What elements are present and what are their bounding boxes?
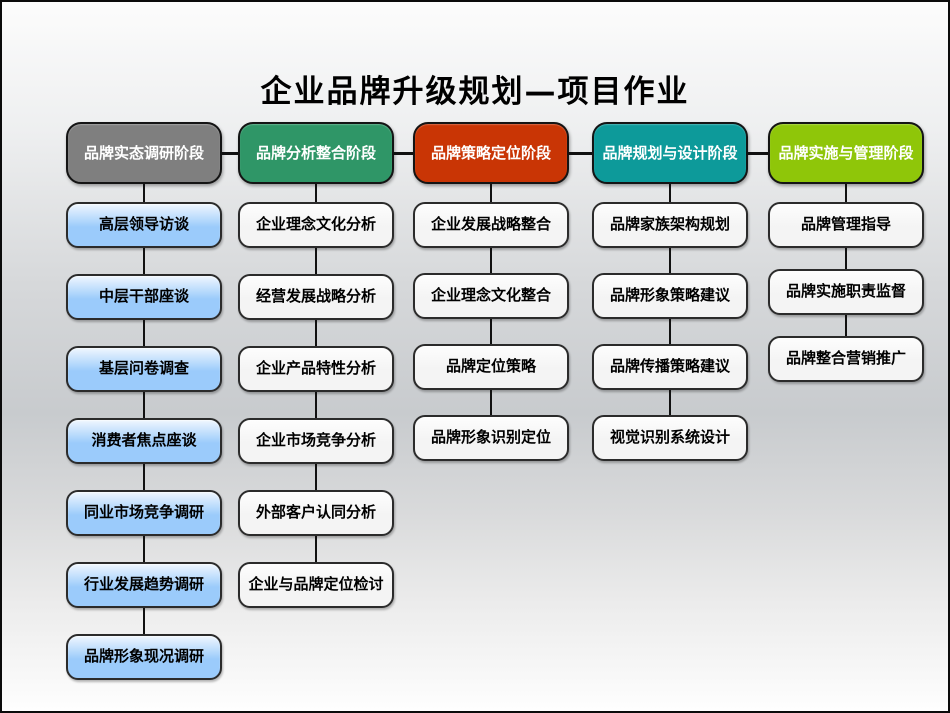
stage-column: 品牌实施与管理阶段品牌管理指导品牌实施职责监督品牌整合营销推广 [768,122,924,382]
stage-header-box: 品牌规划与设计阶段 [592,122,748,184]
task-box: 品牌形象策略建议 [592,273,748,319]
task-box: 品牌管理指导 [768,202,924,248]
task-box: 中层干部座谈 [66,274,222,320]
connector-line [490,390,492,415]
stage-column: 品牌实态调研阶段高层领导访谈中层干部座谈基层问卷调查消费者焦点座谈同业市场竞争调… [66,122,222,680]
connector-line [490,319,492,344]
task-box: 品牌形象识别定位 [413,415,569,461]
connector-line [392,152,415,155]
connector-line [315,184,317,202]
task-box: 企业市场竞争分析 [238,418,394,464]
task-box: 高层领导访谈 [66,202,222,248]
task-box: 企业与品牌定位检讨 [238,562,394,608]
connector-line [669,319,671,344]
task-box: 品牌家族架构规划 [592,202,748,248]
task-box: 企业理念文化分析 [238,202,394,248]
task-box: 经营发展战略分析 [238,274,394,320]
task-box: 视觉识别系统设计 [592,415,748,461]
stage-column: 品牌分析整合阶段企业理念文化分析经营发展战略分析企业产品特性分析企业市场竞争分析… [238,122,394,608]
task-box: 消费者焦点座谈 [66,418,222,464]
slide-title: 企业品牌升级规划—项目作业 [260,74,690,110]
task-box: 企业产品特性分析 [238,346,394,392]
task-box: 外部客户认同分析 [238,490,394,536]
connector-line [143,320,145,346]
connector-line [490,248,492,273]
connector-line [315,536,317,562]
task-box: 企业理念文化整合 [413,273,569,319]
connector-line [567,152,594,155]
connector-line [143,184,145,202]
task-box: 同业市场竞争调研 [66,490,222,536]
connector-line [143,608,145,634]
connector-line [315,392,317,418]
task-box: 品牌定位策略 [413,344,569,390]
stage-header-box: 品牌策略定位阶段 [413,122,569,184]
connector-line [845,184,847,202]
connector-line [669,184,671,202]
connector-line [143,536,145,562]
connector-line [845,248,847,269]
task-box: 品牌整合营销推广 [768,336,924,382]
connector-line [315,320,317,346]
stage-column: 品牌策略定位阶段企业发展战略整合企业理念文化整合品牌定位策略品牌形象识别定位 [413,122,569,461]
task-box: 品牌实施职责监督 [768,269,924,315]
connector-line [143,464,145,490]
connector-line [315,248,317,274]
stage-header-box: 品牌分析整合阶段 [238,122,394,184]
connector-line [143,248,145,274]
connector-line [490,184,492,202]
connector-line [143,392,145,418]
task-box: 品牌形象现况调研 [66,634,222,680]
stage-column: 品牌规划与设计阶段品牌家族架构规划品牌形象策略建议品牌传播策略建议视觉识别系统设… [592,122,748,461]
stage-header-box: 品牌实态调研阶段 [66,122,222,184]
stage-header-box: 品牌实施与管理阶段 [768,122,924,184]
task-box: 企业发展战略整合 [413,202,569,248]
task-box: 行业发展趋势调研 [66,562,222,608]
task-box: 品牌传播策略建议 [592,344,748,390]
connector-line [746,152,770,155]
connector-line [220,152,240,155]
connector-line [669,390,671,415]
connector-line [315,464,317,490]
connector-line [669,248,671,273]
connector-line [845,315,847,336]
task-box: 基层问卷调查 [66,346,222,392]
